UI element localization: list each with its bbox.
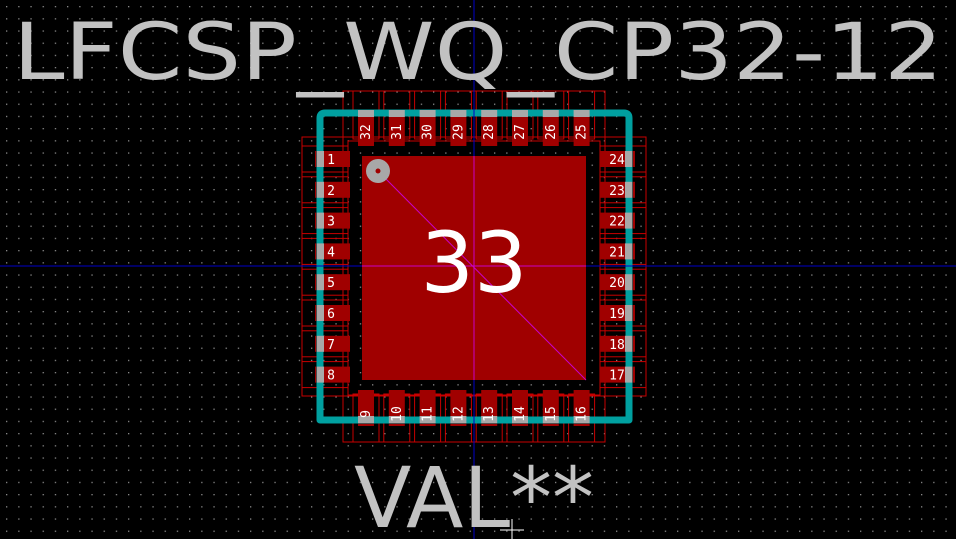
svg-text:18: 18 [609,338,625,353]
pad-29[interactable] [450,110,467,146]
footprint-value-text[interactable]: VAL** [354,449,594,539]
svg-text:32: 32 [359,124,374,140]
pad-27[interactable] [512,110,528,146]
svg-text:14: 14 [513,406,528,422]
svg-text:26: 26 [544,124,559,140]
svg-text:25: 25 [575,124,590,140]
pad-32[interactable] [358,110,374,146]
svg-text:19: 19 [609,307,625,322]
svg-text:2: 2 [327,184,335,199]
svg-text:11: 11 [421,406,436,422]
svg-text:3: 3 [327,215,335,230]
svg-text:5: 5 [327,276,335,291]
svg-text:4: 4 [327,245,335,260]
svg-text:6: 6 [327,307,335,322]
pad-28[interactable] [481,110,498,146]
svg-text:9: 9 [359,410,374,418]
footprint-reference-text[interactable]: LFCSP_WQ_CP32-12 [13,8,943,98]
center-pad-number: 33 [421,214,528,312]
center-pad-diagonal [377,170,587,381]
svg-text:27: 27 [513,124,528,140]
pad-26[interactable] [542,110,559,146]
svg-text:22: 22 [609,215,625,230]
svg-text:29: 29 [451,124,466,140]
pad-silkscreen-overlaps [317,110,632,423]
svg-text:23: 23 [609,184,625,199]
svg-text:30: 30 [421,124,436,140]
silkscreen-outline [316,109,633,424]
svg-text:31: 31 [390,124,405,140]
svg-text:28: 28 [482,124,497,140]
svg-text:12: 12 [451,406,466,422]
svg-text:10: 10 [390,406,405,422]
pad-30[interactable] [419,110,436,146]
crosshair-cursor-icon [500,519,524,539]
svg-text:21: 21 [609,245,625,260]
svg-text:20: 20 [609,276,625,291]
svg-text:24: 24 [609,153,625,168]
svg-text:1: 1 [327,153,335,168]
svg-text:15: 15 [544,406,559,422]
svg-text:13: 13 [482,406,497,422]
svg-text:16: 16 [575,406,590,422]
pad-31[interactable] [388,110,405,146]
pin1-marker-hole [375,168,381,174]
svg-text:17: 17 [609,369,625,384]
svg-text:7: 7 [327,338,335,353]
pad-25[interactable] [573,110,590,146]
svg-text:8: 8 [327,369,335,384]
